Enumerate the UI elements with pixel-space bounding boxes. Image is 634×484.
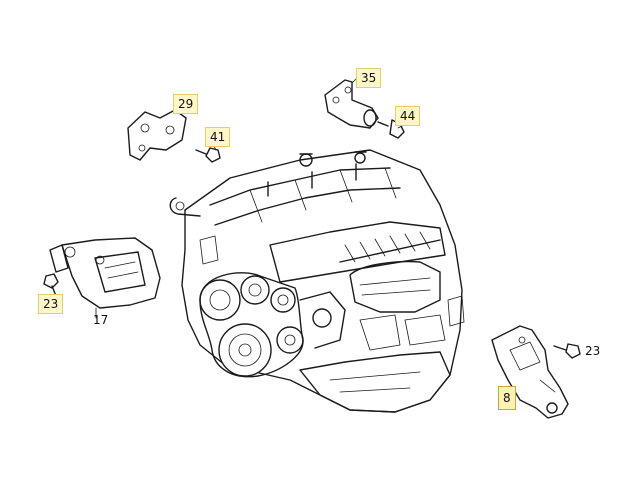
callout-44[interactable]: 44 xyxy=(395,106,421,126)
callout-29[interactable]: 29 xyxy=(173,94,199,114)
part-17-mount xyxy=(49,237,161,319)
part-35-bracket xyxy=(324,76,379,129)
callout-23-left[interactable]: 23 xyxy=(38,294,64,314)
callout-8[interactable]: 8 xyxy=(498,386,516,410)
callout-17[interactable]: 17 xyxy=(93,313,109,327)
engine-block xyxy=(169,149,465,413)
part-8-mount xyxy=(491,325,569,419)
callout-35[interactable]: 35 xyxy=(356,68,382,88)
part-23-right-bolt xyxy=(553,343,581,359)
callout-41[interactable]: 41 xyxy=(205,127,231,147)
callout-23-right[interactable]: 23 xyxy=(585,344,601,358)
part-23-left-bolt xyxy=(43,273,59,297)
